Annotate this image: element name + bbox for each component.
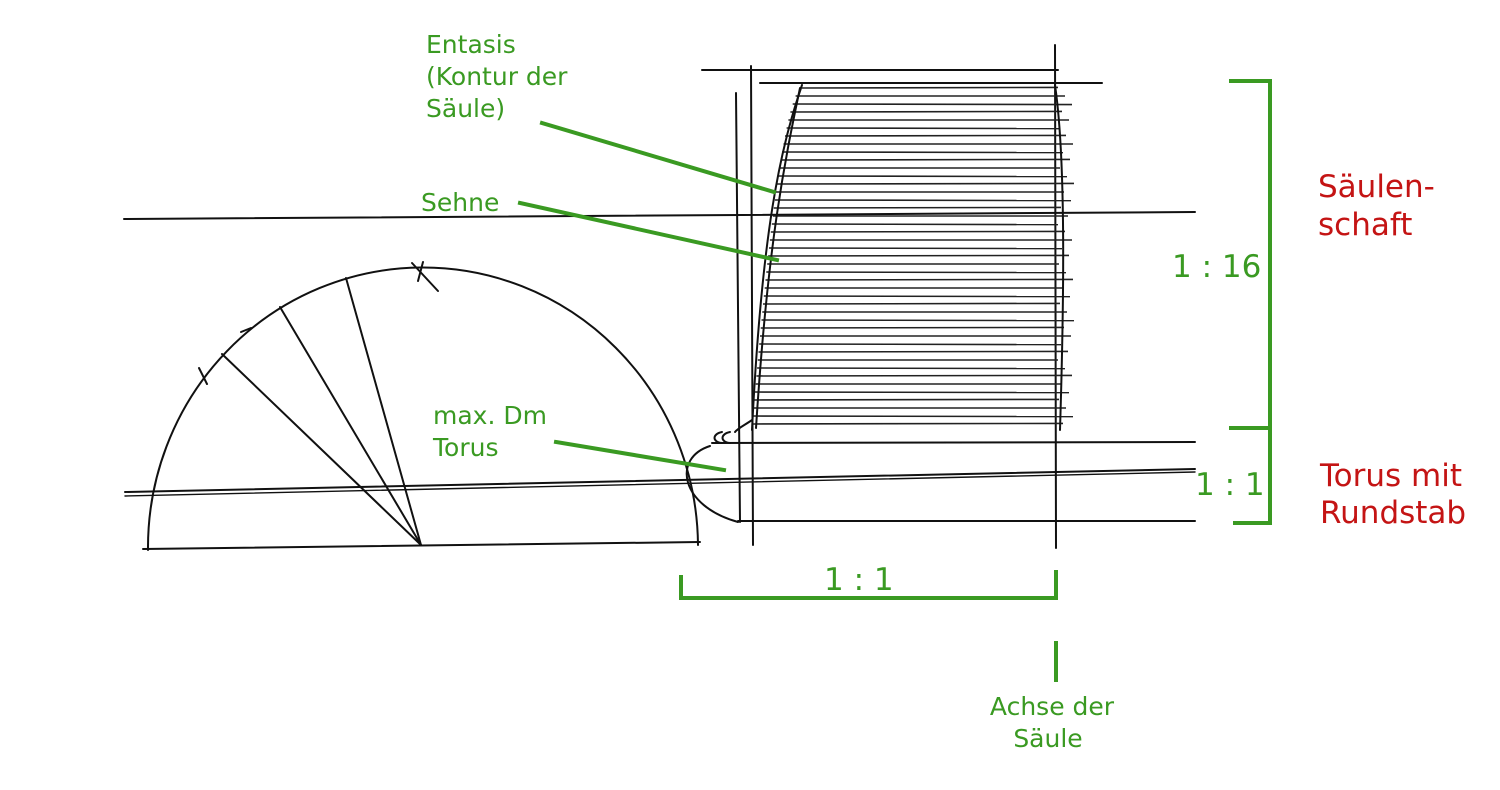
width-ratio-label: 1 : 1 [824,562,894,598]
shaft-section-label-line-1: Säulen- [1318,169,1435,205]
hatch-line [792,103,1073,106]
cross-mark-b [417,261,424,282]
axis-label-line-1: Achse der [990,692,1115,721]
radius-line-1 [221,353,422,546]
entasis-label-line-1: Entasis [426,30,516,59]
shaft-contour [751,84,1065,431]
hatch-line [762,302,1061,305]
torus-ratio-label: 1 : 1 [1195,467,1265,503]
sehne-label: Sehne [421,188,499,217]
entasis-contour-double [755,87,801,429]
hatch-line [778,175,1068,178]
entasis-label-line-3: Säule) [426,94,505,123]
radius-line-2 [279,306,422,546]
hatch-line [786,127,1060,130]
hatch-line [754,391,1070,394]
sehne-leader-line [517,200,780,263]
torus-section-label-line-2: Rundstab [1320,495,1466,531]
hatch-line [780,158,1071,161]
shaft-ratio-label: 1 : 16 [1172,249,1261,285]
hatch-line [768,247,1063,250]
hatch-line [761,319,1075,322]
shaft-base-flare [734,419,753,433]
hatch-line [765,278,1074,281]
hatch-line [760,326,1065,329]
hatch-line [766,271,1067,274]
hatch-line [773,206,1062,209]
torus-dm-label-line-2: Torus [432,433,498,462]
annotation-labels: Entasis (Kontur der Säule) Sehne max. Dm… [421,30,1265,753]
hatch-line [770,230,1066,233]
hatch-line [757,367,1066,370]
hatch-line [774,199,1072,202]
torus-dm-label-line-1: max. Dm [433,401,547,430]
hatch-line [752,422,1064,425]
rundstab-bead-inner [721,431,731,444]
chord-vertical-line [750,65,754,546]
torus-diameter-line [124,468,1196,493]
hatch-line [763,295,1071,298]
section-labels: Säulen- schaft Torus mit Rundstab [1318,169,1466,531]
entasis-leader-line [539,120,777,195]
construction-semicircle [146,261,699,551]
hatch-line [784,134,1067,137]
axis-label-line-2: Säule [1013,724,1082,753]
entasis-contour [751,84,803,431]
hatch-line [758,350,1069,353]
radius-line-3 [345,277,422,546]
torus-leader-line [553,439,727,473]
sketch-reference-lines [123,69,1196,550]
annotation-leaders [517,120,780,473]
hatch-line [754,398,1060,401]
dimension-brackets [679,79,1272,682]
outer-contour-line [735,92,741,523]
semicircle-arc [146,266,699,551]
hatch-line [752,415,1074,418]
upper-reference-line [123,211,1196,220]
torus-diameter-line-double [124,471,1196,497]
width-ratio-bracket [679,570,1058,600]
shaft-hatching [752,86,1075,425]
hatch-line [781,151,1064,154]
tick-mark-2 [240,327,252,333]
tick-mark-1 [198,367,208,385]
entasis-label-line-2: (Kontur der [426,62,568,91]
hatch-line [771,223,1059,226]
torus-section-label-line-1: Torus mit [1319,458,1462,494]
hatch-line [777,182,1075,185]
hatch-line [801,86,1059,89]
shaft-right-edge [1054,84,1065,431]
torus-top-line [711,441,1196,444]
hatch-line [768,254,1070,257]
hatch-line [790,110,1063,113]
hatch-line [759,343,1062,346]
rundstab-bead [713,431,723,444]
shaft-section-label-line-2: schaft [1318,207,1412,243]
torus-profile [685,419,753,523]
torus-curve [685,445,739,523]
cross-mark-a [411,262,439,292]
hatch-line [756,374,1073,377]
torus-ratio-bracket [1231,426,1272,525]
